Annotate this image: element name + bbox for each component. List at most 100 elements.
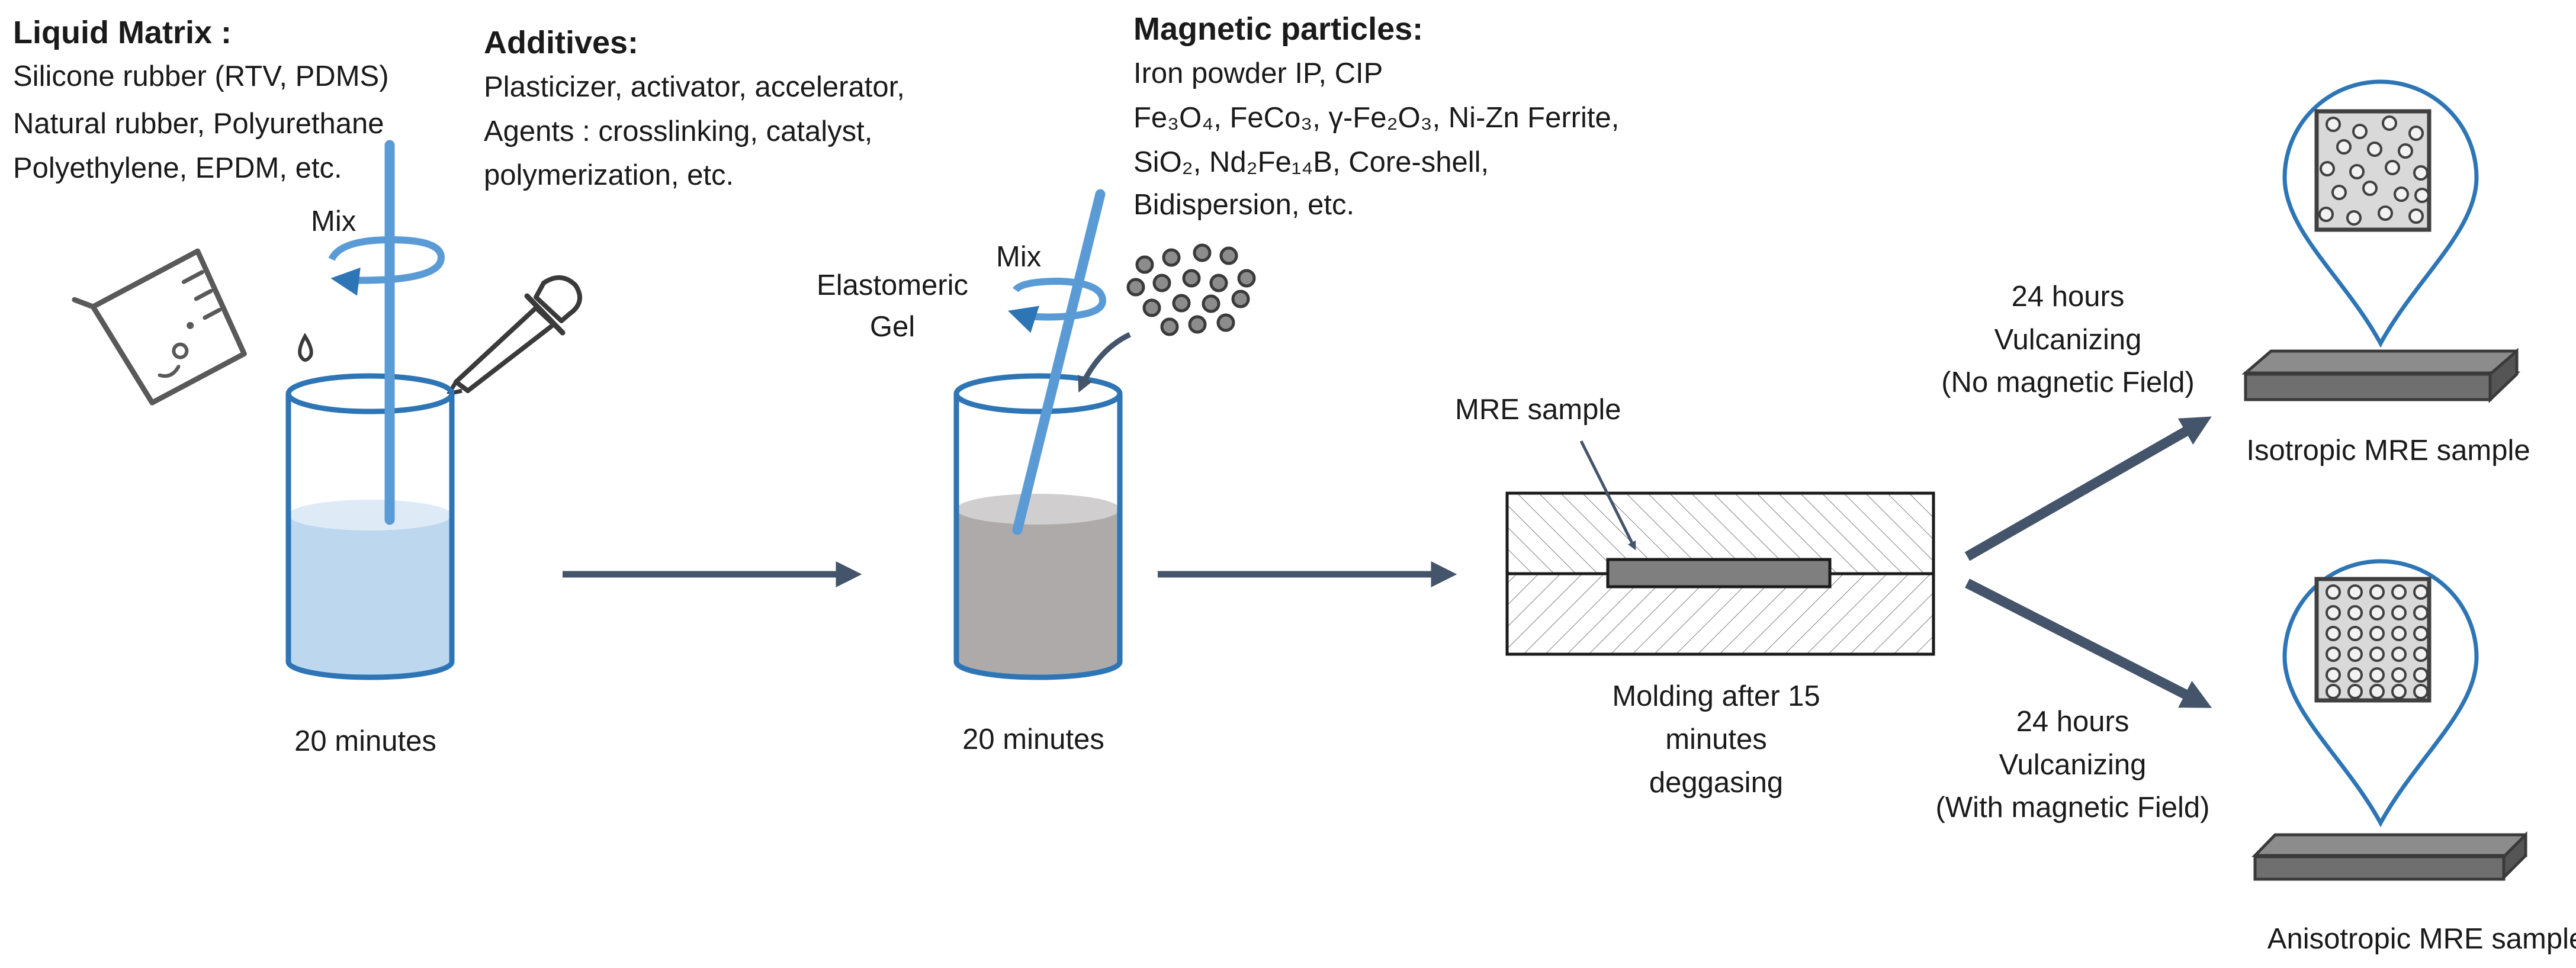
particle-dot: [1172, 294, 1191, 313]
liquid-matrix-line-1: Silicone rubber (RTV, PDMS): [13, 60, 389, 92]
particle-dot: [2369, 605, 2385, 620]
particle-dot: [2382, 115, 2397, 131]
particle-dot: [2318, 207, 2334, 222]
magnetic-particles-line-2: Fe₃O₄, FeCo₃, γ-Fe₂O₃, Ni-Zn Ferrite,: [1133, 102, 1620, 134]
particle-dot: [2394, 186, 2409, 202]
particle-dot: [2413, 667, 2429, 683]
particle-dot: [2326, 667, 2341, 683]
particle-dot: [2369, 684, 2385, 699]
particle-dot: [2336, 139, 2352, 155]
particle-dot: [2413, 584, 2429, 600]
isotropic-line-3: (No magnetic Field): [1941, 366, 2195, 398]
particle-dot: [2347, 584, 2363, 600]
particle-dot: [2347, 605, 2363, 620]
particle-dot: [2326, 584, 2341, 600]
particle-dot: [1142, 298, 1161, 317]
additives-line-2: Agents : crosslinking, catalyst,: [484, 115, 873, 147]
particle-dot: [2326, 605, 2341, 620]
mre-sample-label: MRE sample: [1455, 394, 1621, 426]
additives-line-1: Plasticizer, activator, accelerator,: [484, 71, 905, 103]
particle-dot: [1216, 313, 1235, 332]
particle-dot: [2326, 684, 2341, 699]
particle-dot: [2391, 647, 2407, 662]
particle-dot: [1219, 246, 1238, 265]
random-particles-icon: [2318, 115, 2430, 226]
gel-label-1: Elastomeric: [817, 269, 968, 301]
particle-dot: [2408, 208, 2424, 224]
stir-rotation-icon: [328, 236, 445, 296]
mre-sample-pointer: [1579, 440, 1636, 551]
isotropic-magnifier-pin: [2282, 79, 2479, 348]
particle-dot: [2347, 667, 2363, 683]
particle-dot: [1160, 317, 1179, 336]
liquid-matrix-heading: Liquid Matrix :: [13, 15, 232, 50]
arrow-mold-to-anisotropic: [1965, 578, 2212, 708]
measuring-cup-icon: [72, 248, 247, 406]
particle-dot: [1182, 269, 1201, 288]
magnetic-particles-line-3: SiO₂, Nd₂Fe₁₄B, Core-shell,: [1133, 146, 1489, 178]
drop-icon: [298, 333, 313, 362]
particle-dot: [1188, 315, 1207, 334]
particle-dot: [2367, 141, 2382, 157]
particle-dot: [2346, 210, 2362, 226]
liquid-matrix-line-2: Natural rubber, Polyurethane: [13, 108, 384, 140]
particle-dot: [2369, 647, 2385, 662]
mix-label-2: Mix: [996, 241, 1042, 273]
particle-dot: [2398, 143, 2413, 159]
anisotropic-line-3: (With magnetic Field): [1935, 792, 2210, 824]
particle-dot: [2352, 124, 2368, 139]
stir-rotation-icon-2: [1007, 277, 1107, 333]
mold-caption-1: Molding after 15: [1612, 680, 1820, 712]
anisotropic-line-1: 24 hours: [2016, 706, 2129, 738]
mold-icon: [1505, 491, 1935, 656]
particle-dot: [2413, 684, 2429, 699]
anisotropic-sample-label: Anisotropic MRE sample: [2267, 923, 2576, 955]
particle-dot: [2413, 626, 2429, 641]
particle-dot: [2413, 647, 2429, 662]
particle-dot: [1209, 274, 1228, 292]
particle-dot: [2347, 626, 2363, 641]
magnetic-particles-line-1: Iron powder IP, CIP: [1133, 57, 1383, 89]
magnetic-particles-line-4: Bidispersion, etc.: [1133, 189, 1355, 221]
mold-caption-2: minutes: [1665, 723, 1767, 755]
particle-dot: [2326, 626, 2341, 641]
particle-dot: [2347, 647, 2363, 662]
particle-dot: [1202, 294, 1220, 313]
particle-dot: [2385, 160, 2400, 175]
particle-dot: [2408, 126, 2424, 141]
anisotropic-magnifier-pin: [2282, 559, 2479, 828]
particle-dot: [1152, 274, 1171, 292]
aligned-particles-icon: [2326, 584, 2429, 699]
particle-dot: [2369, 626, 2385, 641]
particle-dot: [1162, 248, 1181, 267]
particle-dot: [2331, 185, 2347, 200]
anisotropic-slab-icon: [2251, 831, 2527, 882]
beaker-elastomeric-gel: [953, 189, 1123, 680]
particle-dot: [2391, 584, 2407, 600]
particles-into-beaker-arrow: [1078, 332, 1131, 393]
isotropic-slab-icon: [2241, 348, 2521, 403]
particle-dot: [1126, 278, 1145, 297]
particle-dot: [2369, 584, 2385, 600]
arrow-mold-to-isotropic: [1964, 416, 2212, 561]
isotropic-sample-label: Isotropic MRE sample: [2246, 435, 2530, 467]
particle-dot: [2414, 188, 2430, 203]
beaker-liquid-matrix: [285, 140, 455, 680]
particle-dot: [2391, 605, 2407, 620]
particle-dot: [2347, 684, 2363, 699]
step1-time: 20 minutes: [294, 725, 436, 757]
additives-line-3: polymerization, etc.: [484, 159, 734, 191]
magnetic-particles-heading: Magnetic particles:: [1133, 11, 1424, 47]
gel-label-2: Gel: [869, 311, 916, 343]
particle-dot: [2326, 117, 2341, 132]
particle-dot: [2391, 684, 2407, 699]
additives-heading: Additives:: [484, 25, 639, 60]
particle-dot: [2362, 181, 2378, 196]
particle-dot: [2349, 164, 2365, 179]
liquid-matrix-line-3: Polyethylene, EPDM, etc.: [13, 152, 342, 184]
magnetic-particles-icon: [1126, 243, 1256, 336]
particle-dot: [2320, 161, 2335, 176]
mix-label-1: Mix: [311, 205, 356, 237]
step2-time: 20 minutes: [962, 723, 1104, 755]
